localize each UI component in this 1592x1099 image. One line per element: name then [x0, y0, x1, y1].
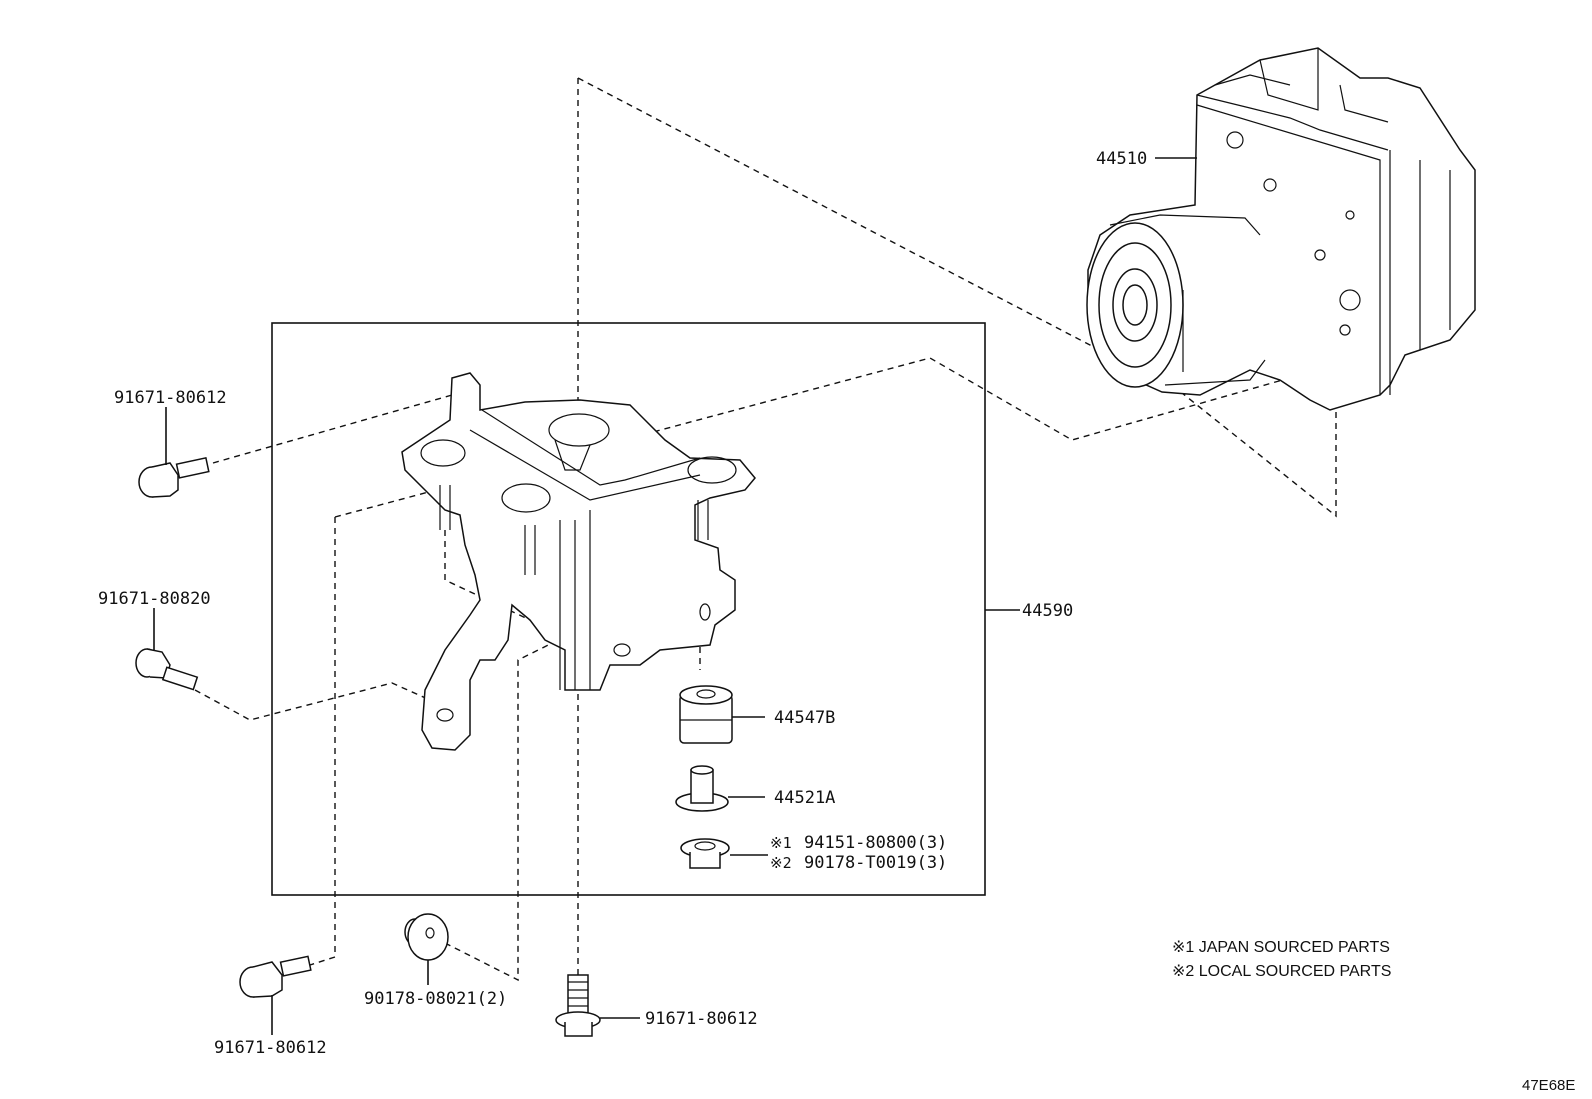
note-japan-sourced: ※1 JAPAN SOURCED PARTS	[1172, 939, 1390, 956]
nut	[680, 838, 730, 869]
mark-1: ※1	[770, 834, 792, 852]
note-local-sourced: ※2 LOCAL SOURCED PARTS	[1172, 963, 1391, 980]
bolt-top-left	[138, 407, 210, 498]
mark-2: ※2	[770, 854, 792, 872]
label-44547B: 44547B	[774, 708, 835, 728]
label-bolt-mid-left: 91671-80820	[98, 589, 211, 609]
collar-44521A	[675, 765, 729, 812]
washer	[404, 913, 449, 985]
bolt-bottom-left	[239, 955, 312, 1035]
assembly-frame	[271, 322, 986, 896]
label-bolt-top-left: 91671-80612	[114, 388, 227, 408]
label-bolt-bottom-left: 91671-80612	[214, 1038, 327, 1058]
bolt-bottom-center	[555, 974, 601, 1037]
label-44521A: 44521A	[774, 788, 835, 808]
label-90178-T0019: 90178-T0019(3)	[804, 853, 947, 873]
label-44590: 44590	[1022, 601, 1073, 621]
cushion-44547B	[679, 685, 733, 744]
label-94151: 94151-80800(3)	[804, 833, 947, 853]
bolt-mid-left	[135, 608, 199, 691]
label-washer: 90178-08021(2)	[364, 989, 507, 1009]
label-44510: 44510	[1096, 149, 1147, 169]
figure-code: 47E68E	[1522, 1077, 1575, 1094]
abs-actuator-unit	[1086, 47, 1476, 411]
label-bolt-bottom-center: 91671-80612	[645, 1009, 758, 1029]
bracket	[401, 372, 756, 751]
